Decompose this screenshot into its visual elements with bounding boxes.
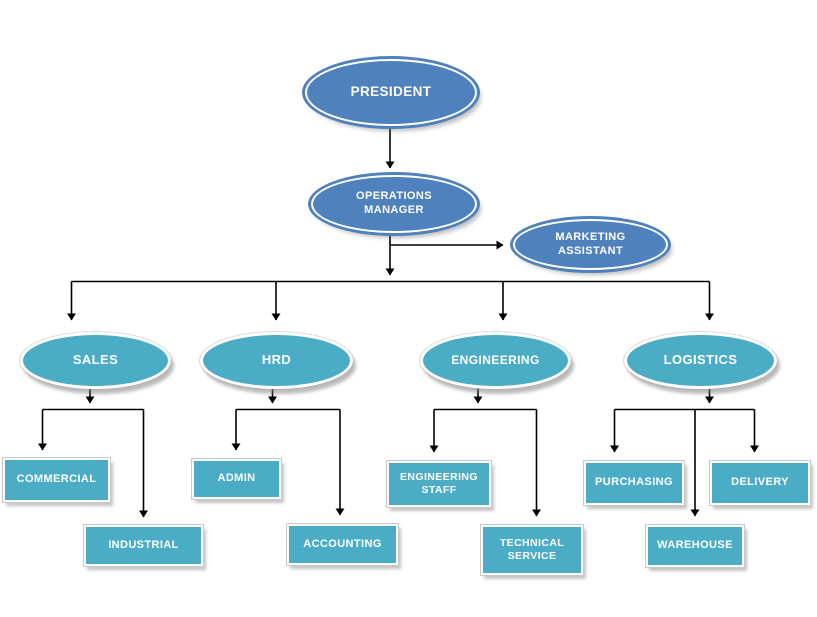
node-delivery: DELIVERY [710,461,810,505]
node-technical-service: TECHNICAL SERVICE [481,525,583,575]
node-commercial: COMMERCIAL [3,458,110,502]
node-technical-service-label: TECHNICAL SERVICE [499,536,565,562]
node-purchasing: PURCHASING [584,461,684,505]
node-operations-manager: OPERATIONS MANAGER [311,175,477,233]
node-hrd: HRD [200,332,353,389]
node-warehouse-label: WAREHOUSE [657,539,733,552]
node-sales: SALES [20,332,171,389]
node-commercial-label: COMMERCIAL [16,473,97,486]
node-purchasing-label: PURCHASING [595,476,673,489]
node-admin-label: ADMIN [217,472,256,485]
node-engineering: ENGINEERING [420,332,571,389]
node-operations-manager-label: OPERATIONS MANAGER [356,190,432,216]
node-president-label: PRESIDENT [350,84,432,100]
node-hrd-label: HRD [261,352,292,368]
node-logistics: LOGISTICS [624,332,777,389]
node-president: PRESIDENT [305,59,477,126]
node-marketing-assistant-label: MARKETING ASSISTANT [555,230,626,257]
node-admin: ADMIN [192,459,281,499]
node-delivery-label: DELIVERY [731,476,789,489]
node-warehouse: WAREHOUSE [646,525,744,567]
node-engineering-label: ENGINEERING [451,353,540,367]
node-industrial: INDUSTRIAL [84,525,203,566]
node-marketing-assistant: MARKETING ASSISTANT [513,219,668,270]
node-logistics-label: LOGISTICS [663,352,738,368]
node-engineering-staff-label: ENGINEERING STAFF [400,470,478,496]
node-accounting: ACCOUNTING [287,524,398,565]
node-sales-label: SALES [72,352,119,368]
node-engineering-staff: ENGINEERING STAFF [387,461,491,507]
node-industrial-label: INDUSTRIAL [108,538,179,551]
node-accounting-label: ACCOUNTING [303,537,382,550]
